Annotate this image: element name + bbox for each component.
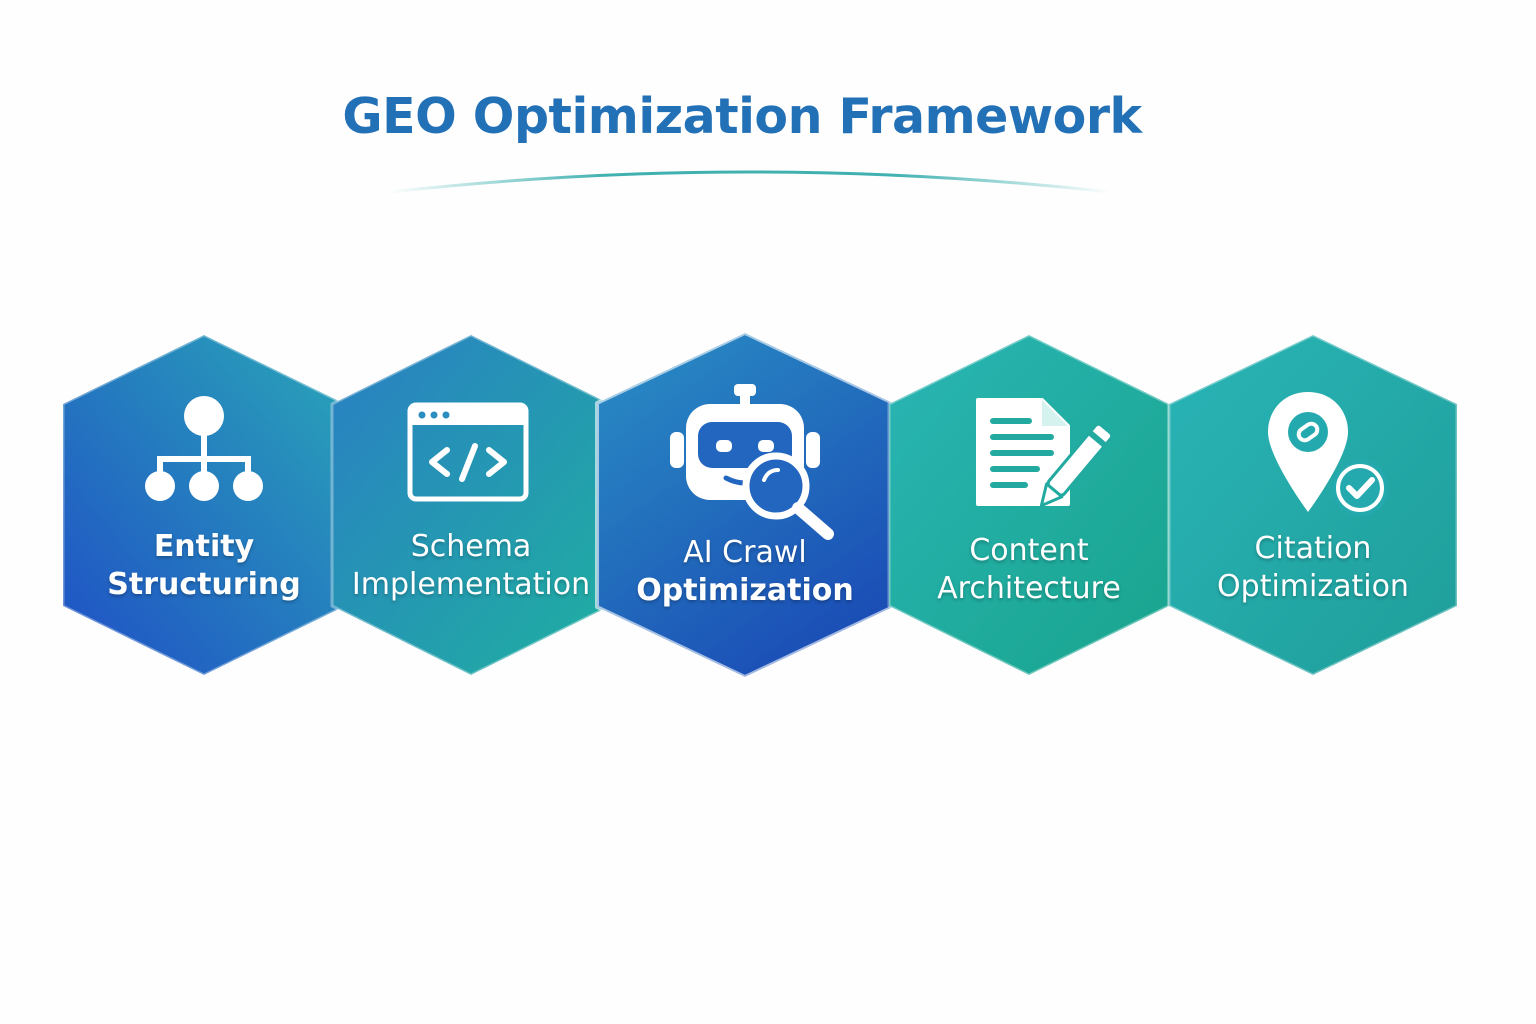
step-label-line2: Implementation xyxy=(351,567,591,602)
title-underline xyxy=(389,170,1111,194)
location-check-icon xyxy=(1268,392,1388,516)
step-label-line1: Schema xyxy=(410,529,532,564)
step-entity-structuring: Entity Structuring xyxy=(58,332,350,678)
step-citation-optimization: Citation Optimization xyxy=(1164,332,1462,678)
step-label-line2: Optimization xyxy=(636,573,854,608)
document-edit-icon xyxy=(976,398,1114,508)
step-label-line1: Content xyxy=(969,533,1089,568)
step-ai-crawl-optimization: AI Crawl Optimization xyxy=(592,330,898,680)
step-label-line1: Entity xyxy=(153,529,255,564)
step-label-line2: Structuring xyxy=(107,567,301,602)
step-content-architecture: Content Architecture xyxy=(884,332,1174,678)
step-label-line1: Citation xyxy=(1254,531,1372,566)
step-label-line2: Architecture xyxy=(937,571,1121,606)
robot-search-icon xyxy=(670,384,834,540)
step-label-line1: AI Crawl xyxy=(683,535,807,570)
hierarchy-icon xyxy=(145,396,263,501)
step-label-line2: Optimization xyxy=(1217,569,1409,604)
step-schema-implementation: Schema Implementation xyxy=(327,332,615,678)
page-title: GEO Optimization Framework xyxy=(342,88,1142,145)
code-window-icon xyxy=(407,402,529,502)
